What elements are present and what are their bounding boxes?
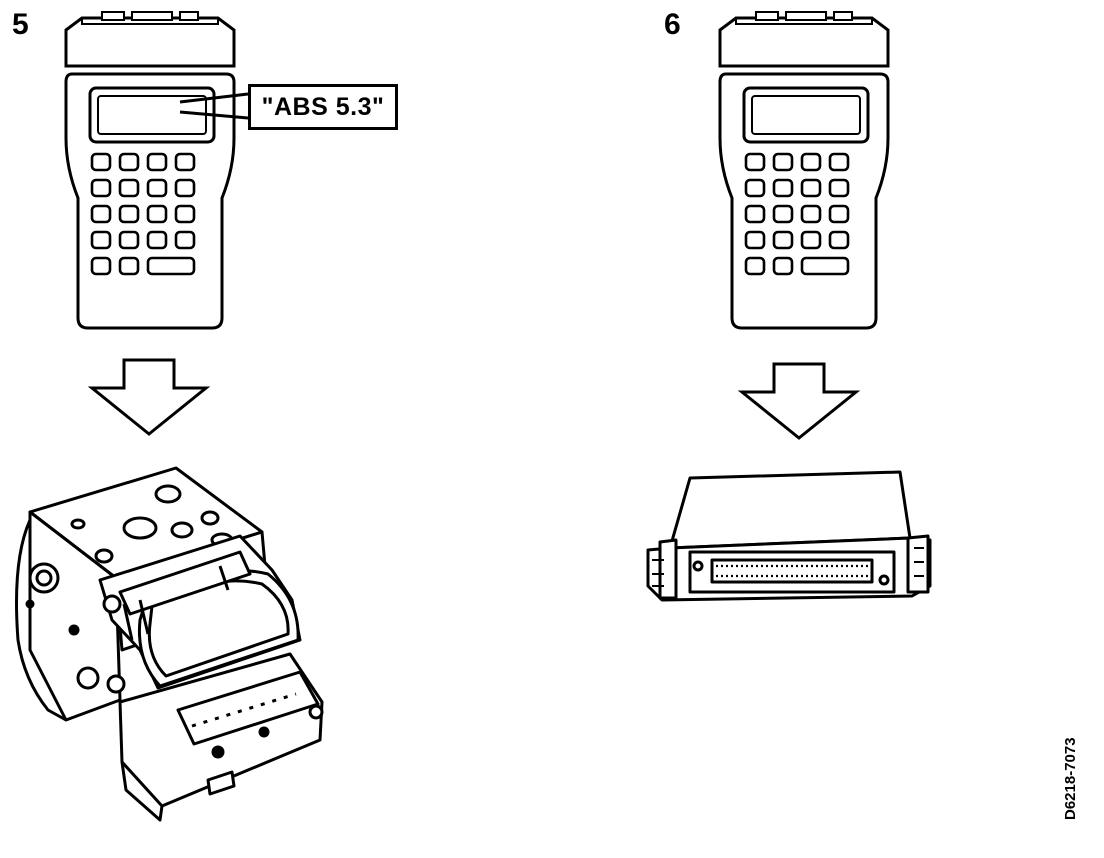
figure-code: D6218-7073	[1062, 737, 1079, 820]
display-callout: "ABS 5.3"	[248, 84, 398, 130]
down-arrow-icon	[90, 358, 208, 436]
handheld-tester-icon	[64, 10, 236, 330]
step-number-6: 6	[664, 8, 681, 41]
callout-leader-lines	[179, 92, 249, 120]
abs-control-module-icon	[646, 470, 932, 602]
step-number-5: 5	[12, 8, 29, 41]
abs-hydraulic-modulator-icon	[15, 466, 324, 822]
down-arrow-icon	[740, 362, 858, 440]
handheld-tester-icon	[718, 10, 890, 330]
